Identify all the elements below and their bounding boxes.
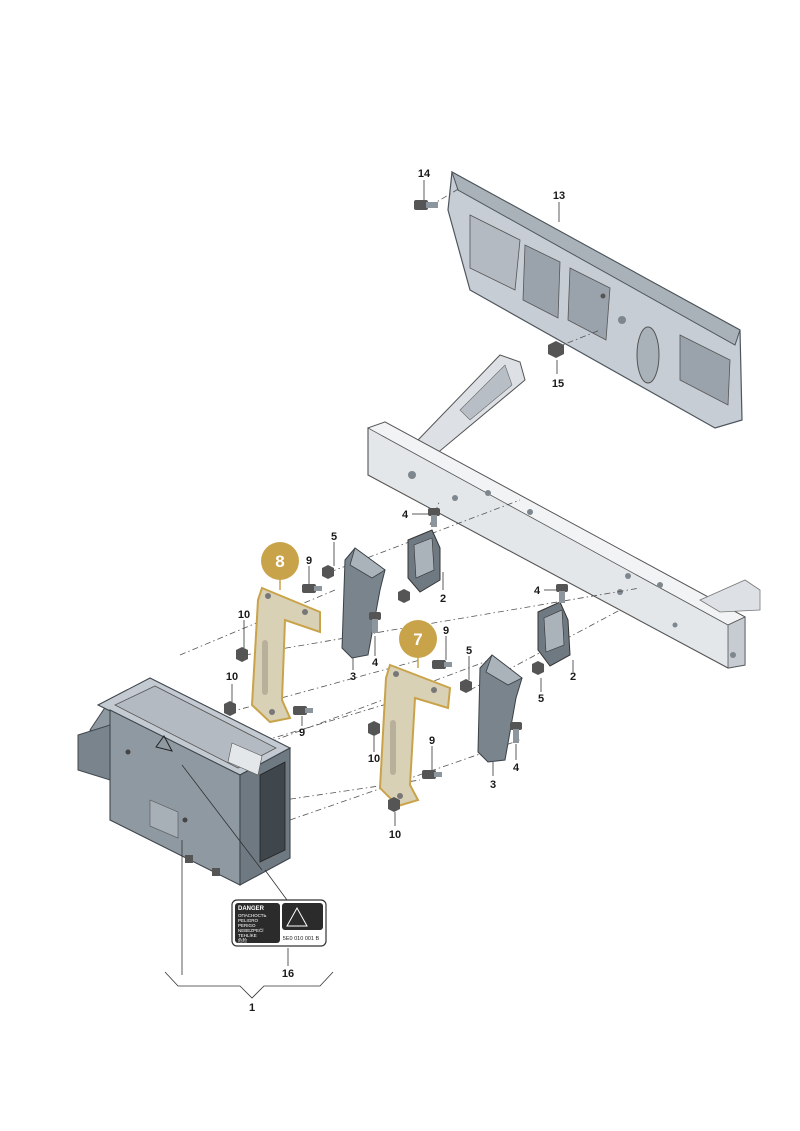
label-9b: 9 bbox=[299, 727, 305, 739]
bolt-4a-icon bbox=[428, 508, 440, 527]
bolt-4b-icon bbox=[556, 584, 568, 603]
mount-clips bbox=[407, 529, 571, 667]
label-3a: 3 bbox=[350, 671, 356, 683]
label-heading: DANGER bbox=[238, 906, 265, 912]
label-line-6: 危险 bbox=[238, 937, 247, 944]
callout-8-text: 8 bbox=[275, 552, 284, 571]
nut-10a-icon bbox=[236, 647, 248, 662]
label-10d: 10 bbox=[389, 829, 401, 841]
label-10a: 10 bbox=[238, 609, 250, 621]
label-9d: 9 bbox=[429, 735, 435, 747]
label-line-2: PELIGRO bbox=[238, 918, 259, 923]
callout-7: 7 bbox=[399, 620, 437, 668]
label-line-1: ОПАСНОСТЬ bbox=[238, 913, 266, 918]
bracket-7 bbox=[378, 663, 452, 808]
label-part-number: 5E0 010 001 B bbox=[283, 936, 320, 942]
fasteners bbox=[224, 200, 568, 812]
label-10c: 10 bbox=[368, 753, 380, 765]
label-15: 15 bbox=[552, 378, 564, 390]
label-9a: 9 bbox=[306, 555, 312, 567]
label-2a: 2 bbox=[440, 593, 446, 605]
part-labels: 14 13 15 4 5 9 2 4 10 9 4 5 3 2 10 5 9 9… bbox=[226, 168, 576, 1014]
label-10b: 10 bbox=[226, 671, 238, 683]
nut-5b-icon bbox=[460, 679, 472, 693]
label-4c: 4 bbox=[372, 657, 379, 669]
label-5b: 5 bbox=[466, 645, 472, 657]
label-3b: 3 bbox=[490, 779, 496, 791]
nut-5d-icon bbox=[398, 589, 410, 603]
nut-10c-icon bbox=[368, 721, 380, 736]
label-4a: 4 bbox=[402, 509, 409, 521]
control-unit bbox=[77, 677, 292, 886]
label-14: 14 bbox=[418, 168, 431, 180]
nut-10d-icon bbox=[388, 797, 400, 812]
callout-7-text: 7 bbox=[413, 630, 422, 649]
bolt-9c-icon bbox=[432, 660, 452, 669]
label-5c: 5 bbox=[538, 693, 544, 705]
bolt-4c-icon bbox=[369, 612, 381, 633]
label-2b: 2 bbox=[570, 671, 576, 683]
bolt-9d-icon bbox=[422, 770, 442, 779]
leader-lines bbox=[164, 180, 574, 999]
bolt-9b-icon bbox=[293, 706, 313, 715]
label-16: 16 bbox=[282, 968, 294, 980]
bolt-4d-icon bbox=[510, 722, 522, 743]
support-rails bbox=[341, 547, 523, 763]
label-4b: 4 bbox=[534, 585, 541, 597]
nut-5a-icon bbox=[322, 565, 334, 579]
bracket-8 bbox=[250, 586, 321, 724]
bolt-14-icon bbox=[414, 200, 438, 210]
callout-8: 8 bbox=[261, 542, 299, 590]
label-4d: 4 bbox=[513, 762, 520, 774]
bolt-9a-icon bbox=[302, 584, 322, 593]
nut-5c-icon bbox=[532, 661, 544, 675]
label-line-5: TEHLİKE bbox=[238, 932, 257, 938]
label-5a: 5 bbox=[331, 531, 337, 543]
cover-panel bbox=[447, 170, 743, 429]
label-line-4: NEBEZPEČÍ bbox=[238, 927, 264, 933]
label-1: 1 bbox=[249, 1002, 255, 1014]
cross-member bbox=[367, 354, 761, 669]
nut-15-icon bbox=[548, 341, 564, 358]
label-13: 13 bbox=[553, 190, 565, 202]
nut-10b-icon bbox=[224, 701, 236, 716]
label-line-3: PERIGO bbox=[238, 923, 256, 928]
warning-label: 5E0 010 001 B DANGER ОПАСНОСТЬ PELIGRO P… bbox=[231, 899, 327, 947]
label-9c: 9 bbox=[443, 625, 449, 637]
